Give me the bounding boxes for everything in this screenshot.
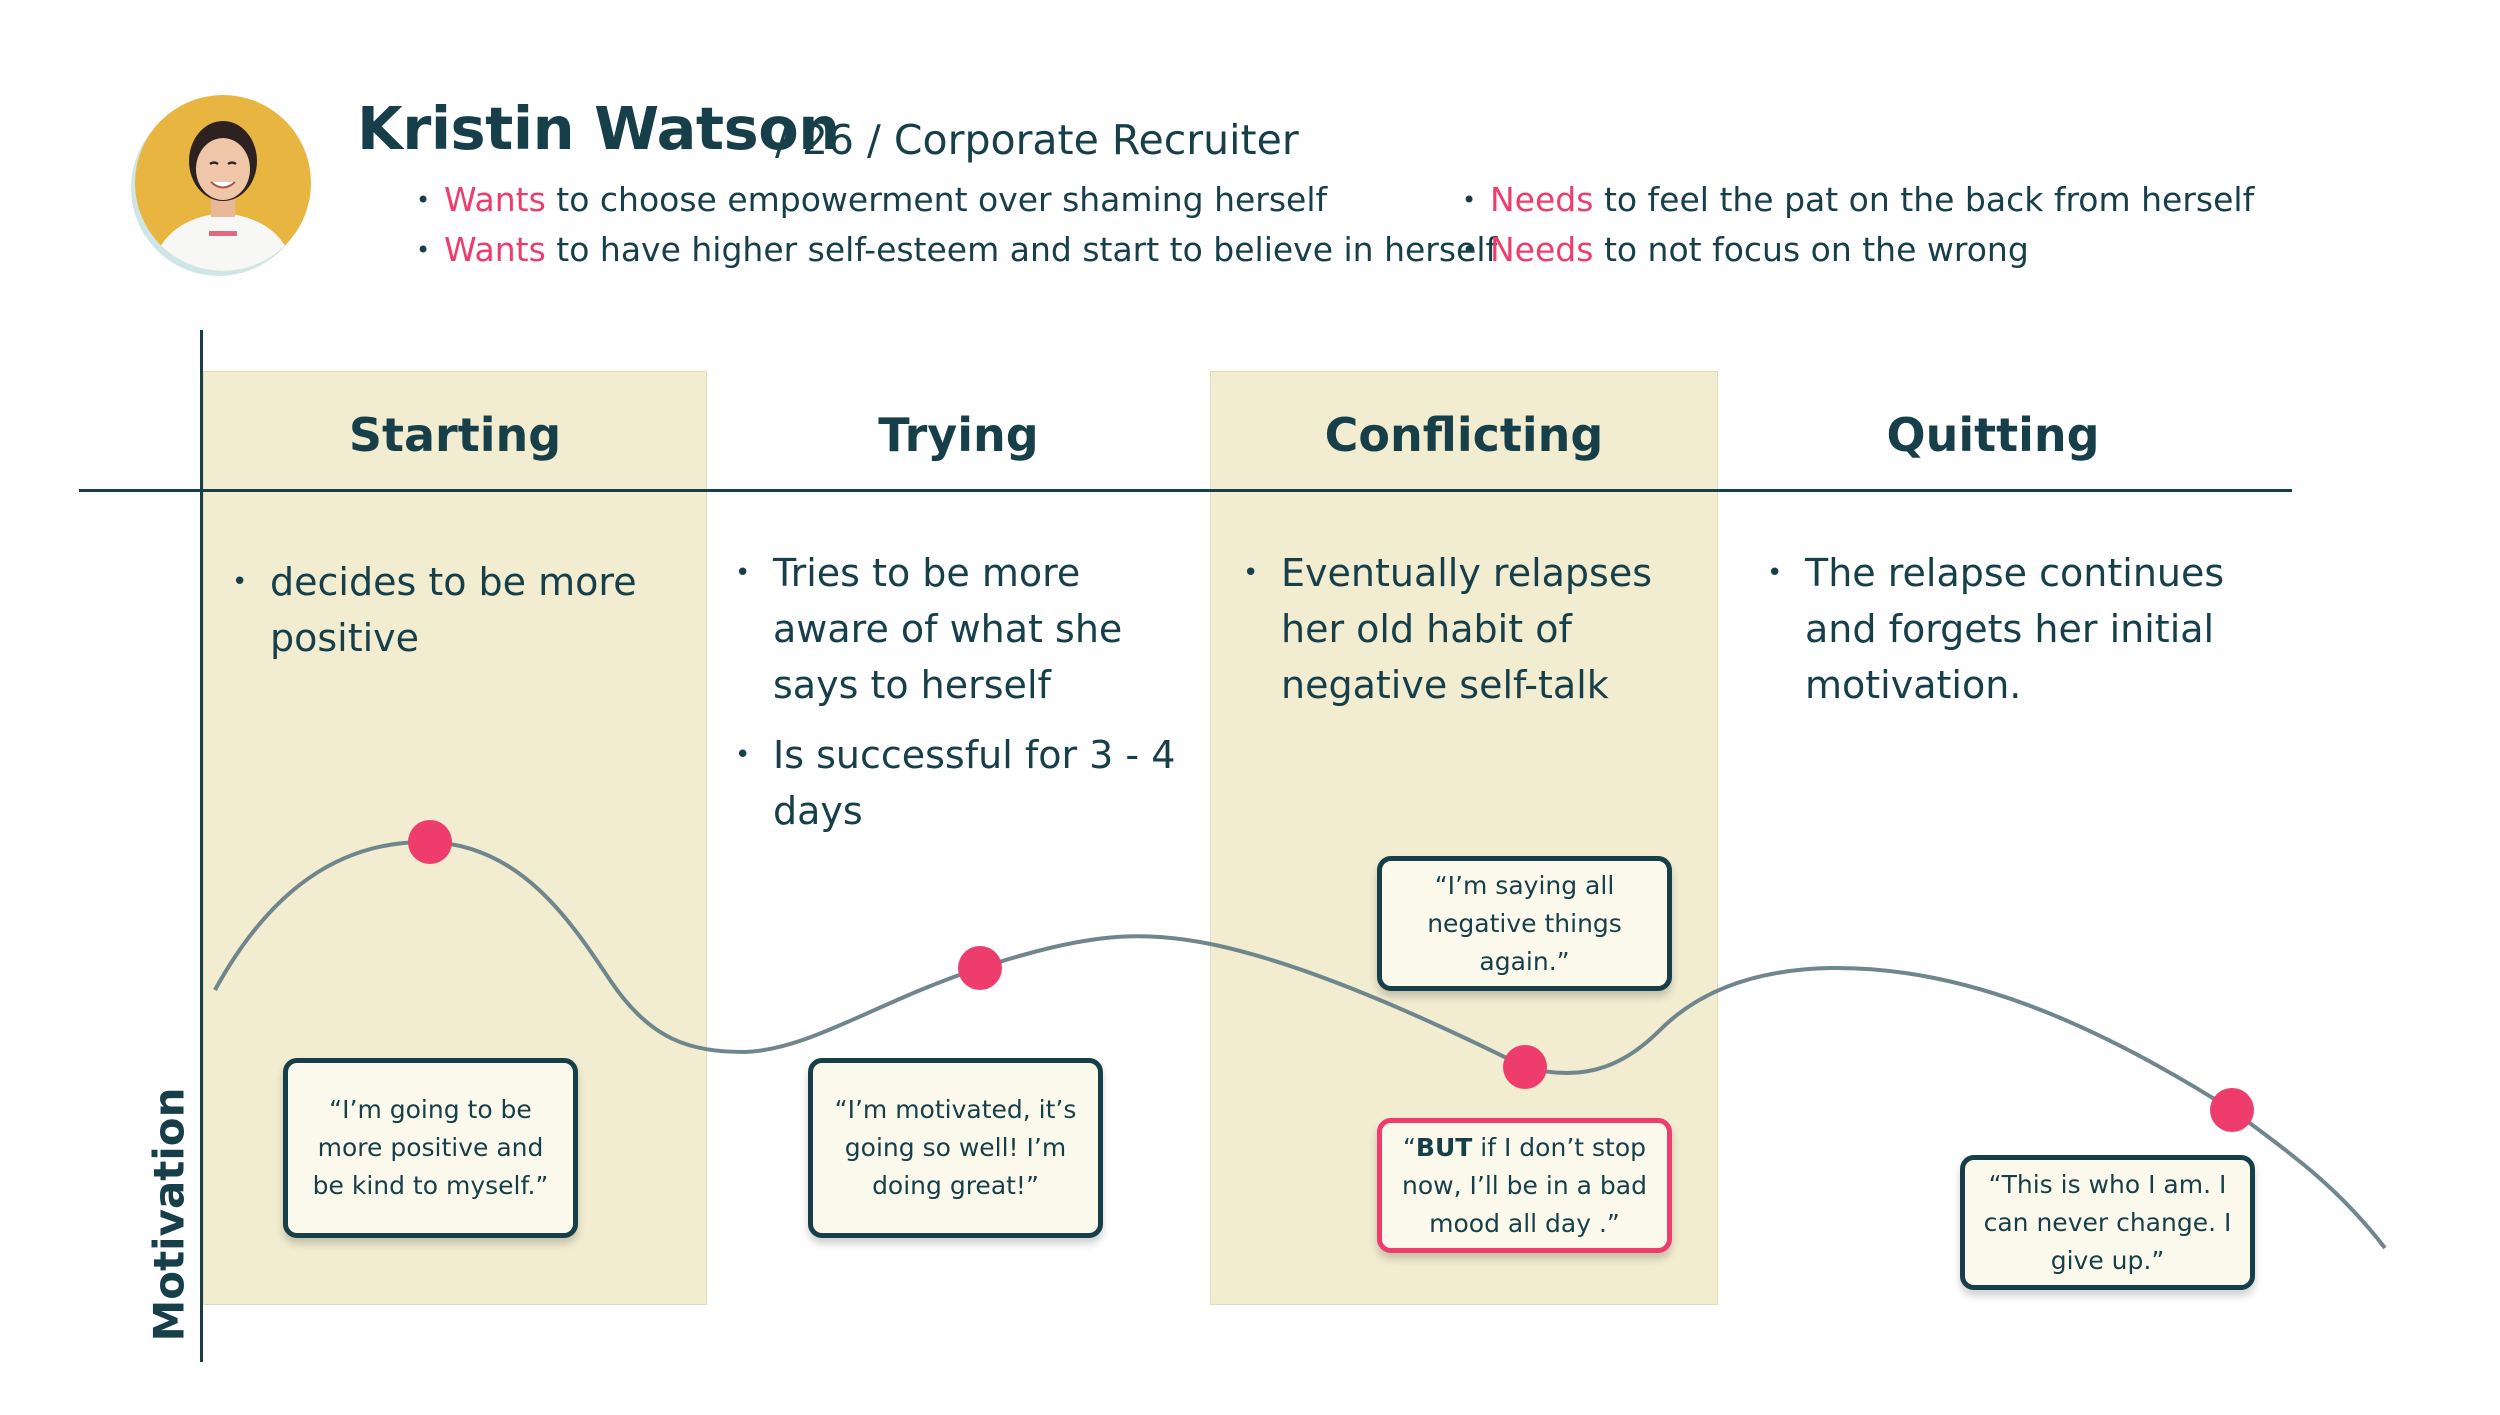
motivation-axis [200, 330, 203, 1362]
goal-item: • Wants to choose empowerment over shamin… [416, 180, 1327, 219]
goal-keyword: Needs [1490, 230, 1594, 269]
persona-name: Kristin Watson [357, 94, 840, 163]
quote-card-conflicting-negative: “I’m saying all negative things again.” [1377, 856, 1672, 991]
bullet-dot: • [1462, 236, 1477, 264]
stage-title-starting: Starting [348, 408, 562, 462]
stage-bullet: •Eventually relapses her old habit of ne… [1243, 545, 1703, 713]
curve-point-trying [958, 946, 1002, 990]
stage-header-divider [79, 489, 2292, 492]
goal-item: • Needs to not focus on the wrong [1462, 230, 2029, 269]
stage-bullet: •Tries to be more aware of what she says… [735, 545, 1195, 713]
quote-card-conflicting-worry: “BUT if I don’t stop now, I’ll be in a b… [1377, 1118, 1672, 1253]
curve-point-starting [408, 820, 452, 864]
curve-point-conflicting [1503, 1045, 1547, 1089]
goal-keyword: Needs [1490, 180, 1594, 219]
curve-point-quitting [2210, 1088, 2254, 1132]
stage-title-conflicting: Conflicting [1324, 408, 1604, 462]
quote-card-trying: “I’m motivated, it’s going so well! I’m … [808, 1058, 1103, 1238]
goal-text: to feel the pat on the back from herself [1603, 180, 2255, 219]
stage-bullet: •decides to be more positive [232, 554, 672, 666]
goal-text: to not focus on the wrong [1603, 230, 2029, 269]
bullet-dot: • [735, 740, 751, 770]
avatar [131, 95, 311, 276]
goal-keyword: Wants [444, 230, 546, 269]
goal-text: to have higher self-esteem and start to … [556, 230, 1498, 269]
stage-bullet: •Is successful for 3 - 4 days [735, 727, 1195, 839]
stage-bullets-trying: •Tries to be more aware of what she says… [735, 545, 1195, 853]
bullet-dot: • [1243, 558, 1259, 588]
quote-card-starting: “I’m going to be more positive and be ki… [283, 1058, 578, 1238]
stage-bullets-starting: •decides to be more positive [232, 554, 672, 680]
goal-item: • Needs to feel the pat on the back from … [1462, 180, 2254, 219]
persona-meta: / 26 / Corporate Recruiter [775, 116, 1299, 164]
motivation-curve-line [213, 839, 2387, 1250]
bullet-dot: • [232, 567, 248, 597]
bullet-dot: • [1462, 186, 1477, 214]
bullet-dot: • [1767, 558, 1783, 588]
goal-keyword: Wants [444, 180, 546, 219]
stage-title-trying: Trying [878, 408, 1039, 462]
bullet-dot: • [735, 558, 751, 588]
bullet-dot: • [416, 236, 431, 264]
stage-bullet: •The relapse continues and forgets her i… [1767, 545, 2237, 713]
goal-item: • Wants to have higher self-esteem and st… [416, 230, 1497, 269]
stage-bullets-conflicting: •Eventually relapses her old habit of ne… [1243, 545, 1703, 727]
bullet-dot: • [416, 186, 431, 214]
stage-title-quitting: Quitting [1886, 408, 2100, 462]
quote-card-quitting: “This is who I am. I can never change. I… [1960, 1155, 2255, 1290]
goal-text: to choose empowerment over shaming herse… [556, 180, 1328, 219]
stage-bullets-quitting: •The relapse continues and forgets her i… [1767, 545, 2237, 727]
